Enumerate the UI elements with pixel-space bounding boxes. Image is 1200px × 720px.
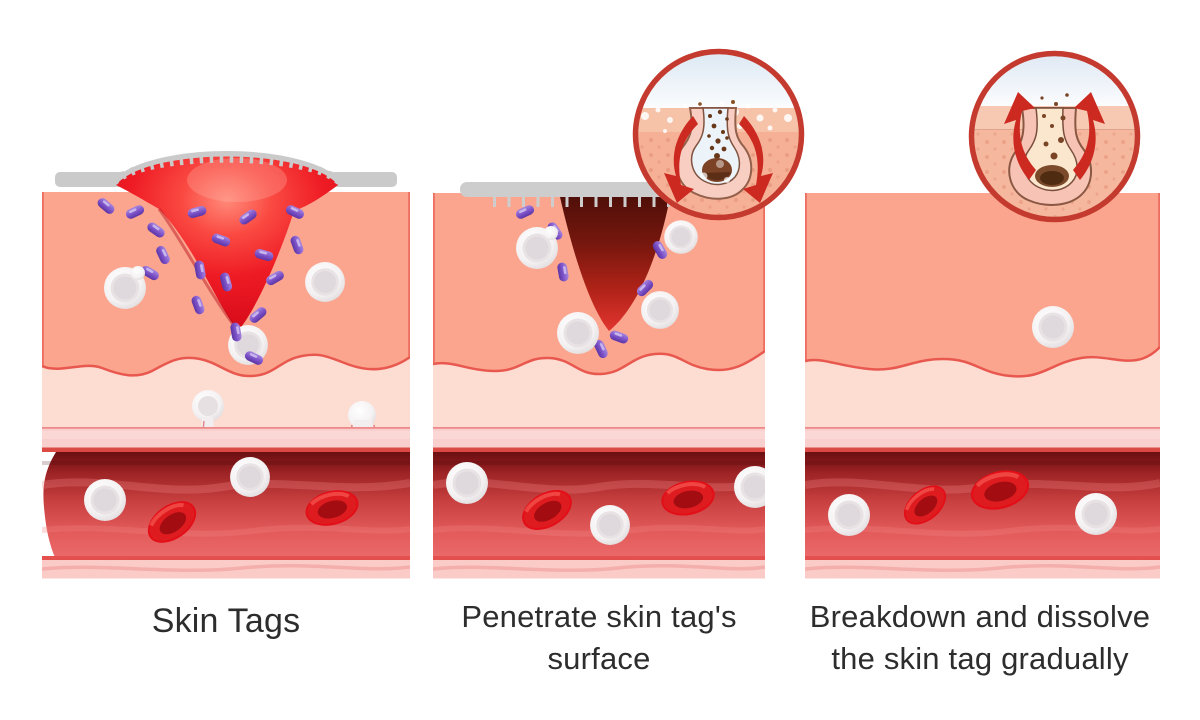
inset-penetrate (630, 46, 807, 223)
capillary-band (805, 427, 1160, 452)
debris-particles (1040, 93, 1069, 160)
white-blood-cell-epidermis (1032, 306, 1074, 348)
pore-cross-section (1008, 93, 1092, 206)
white-blood-cell (446, 462, 488, 504)
debris-particles (698, 100, 735, 159)
bottom-tissue-band (432, 560, 766, 579)
bottom-tissue-band (41, 560, 411, 579)
capillary-band (433, 427, 765, 452)
bottom-tissue-band (804, 560, 1161, 579)
blood-vessel (804, 452, 1161, 560)
penetration-wound (560, 197, 670, 331)
caption-dissolve: Breakdown and dissolve the skin tag grad… (778, 596, 1182, 680)
white-blood-cell (84, 479, 126, 521)
caption-penetrate: Penetrate skin tag's surface (420, 596, 778, 680)
white-blood-cells-dermis (104, 262, 345, 367)
white-blood-cells-dermis (516, 220, 698, 354)
blood-vessel (41, 452, 411, 560)
white-blood-cell (230, 457, 270, 497)
caption-line: Skin Tags (151, 602, 301, 640)
inset-border (968, 50, 1141, 223)
inset-border (632, 48, 805, 221)
capillary-band (42, 427, 410, 452)
white-blood-cell (828, 494, 870, 536)
curved-arrows-down-icon (664, 116, 773, 203)
inset-dissolve (966, 48, 1143, 225)
pore-cross-section (675, 100, 753, 200)
caption-line: Penetrate skin tag's (461, 599, 737, 634)
caption-line: Breakdown and dissolve (809, 599, 1151, 634)
white-blood-cell (1075, 493, 1117, 535)
panel-skin-tags (41, 125, 411, 580)
white-blood-cell (590, 505, 630, 545)
caption-line: the skin tag gradually (831, 641, 1129, 676)
panel-penetrate (432, 125, 776, 580)
caption-line: surface (547, 641, 651, 676)
panel-dissolve (804, 125, 1161, 580)
caption-skin-tags: Skin Tags (42, 600, 410, 642)
blood-vessel (432, 452, 776, 560)
curved-arrows-up-icon (1004, 92, 1105, 180)
